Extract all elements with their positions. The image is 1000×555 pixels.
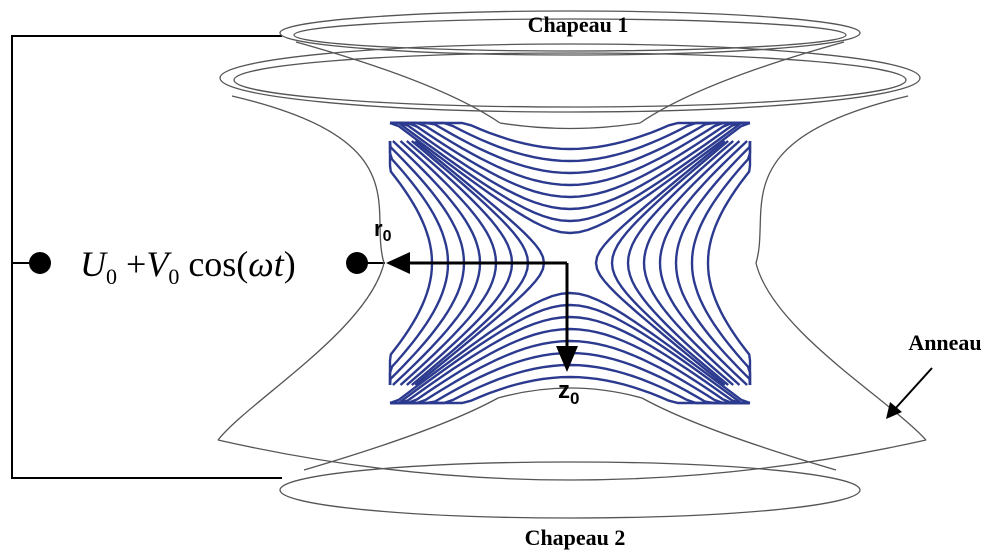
z0-label: z0 bbox=[558, 377, 579, 408]
cap-top-label: Chapeau 1 bbox=[528, 12, 629, 37]
field-line-bottom bbox=[390, 315, 750, 405]
ring-label: Anneau bbox=[908, 330, 981, 355]
field-line-bottom bbox=[390, 327, 750, 405]
field-line-top bbox=[390, 121, 750, 211]
field-line-top bbox=[389, 121, 751, 223]
field-line-right bbox=[610, 140, 729, 386]
field-line-top bbox=[390, 121, 750, 187]
ring-pointer-arrow bbox=[886, 367, 933, 419]
field-line-right bbox=[626, 140, 734, 386]
terminal-left bbox=[29, 252, 51, 274]
field-line-bottom bbox=[390, 363, 750, 405]
field-line-top bbox=[390, 121, 750, 175]
field-line-top bbox=[390, 121, 750, 199]
z0-axis-arrow bbox=[556, 263, 578, 372]
field-line-bottom bbox=[390, 339, 750, 405]
r0-axis-arrow bbox=[386, 252, 567, 274]
field-line-top bbox=[390, 121, 750, 163]
terminal-right bbox=[346, 252, 368, 274]
cap-bottom-label: Chapeau 2 bbox=[525, 525, 626, 550]
field-line-top bbox=[390, 121, 750, 151]
field-line-bottom bbox=[390, 375, 750, 405]
r0-label: r0 bbox=[374, 216, 392, 245]
field-line-top bbox=[389, 121, 751, 235]
cap-electrode-top bbox=[279, 10, 861, 130]
cap-electrode-bottom bbox=[279, 387, 861, 519]
field-line-right bbox=[594, 140, 726, 386]
field-line-right bbox=[674, 140, 752, 386]
field-line-right bbox=[706, 141, 752, 385]
field-line-bottom bbox=[389, 291, 751, 405]
field-line-right bbox=[658, 140, 748, 386]
field-line-right bbox=[642, 140, 741, 386]
ring-electrode bbox=[217, 43, 927, 481]
voltage-formula: U0 +V0 cos(ωt) bbox=[80, 244, 296, 289]
field-line-right bbox=[690, 141, 752, 385]
field-line-bottom bbox=[389, 303, 751, 405]
